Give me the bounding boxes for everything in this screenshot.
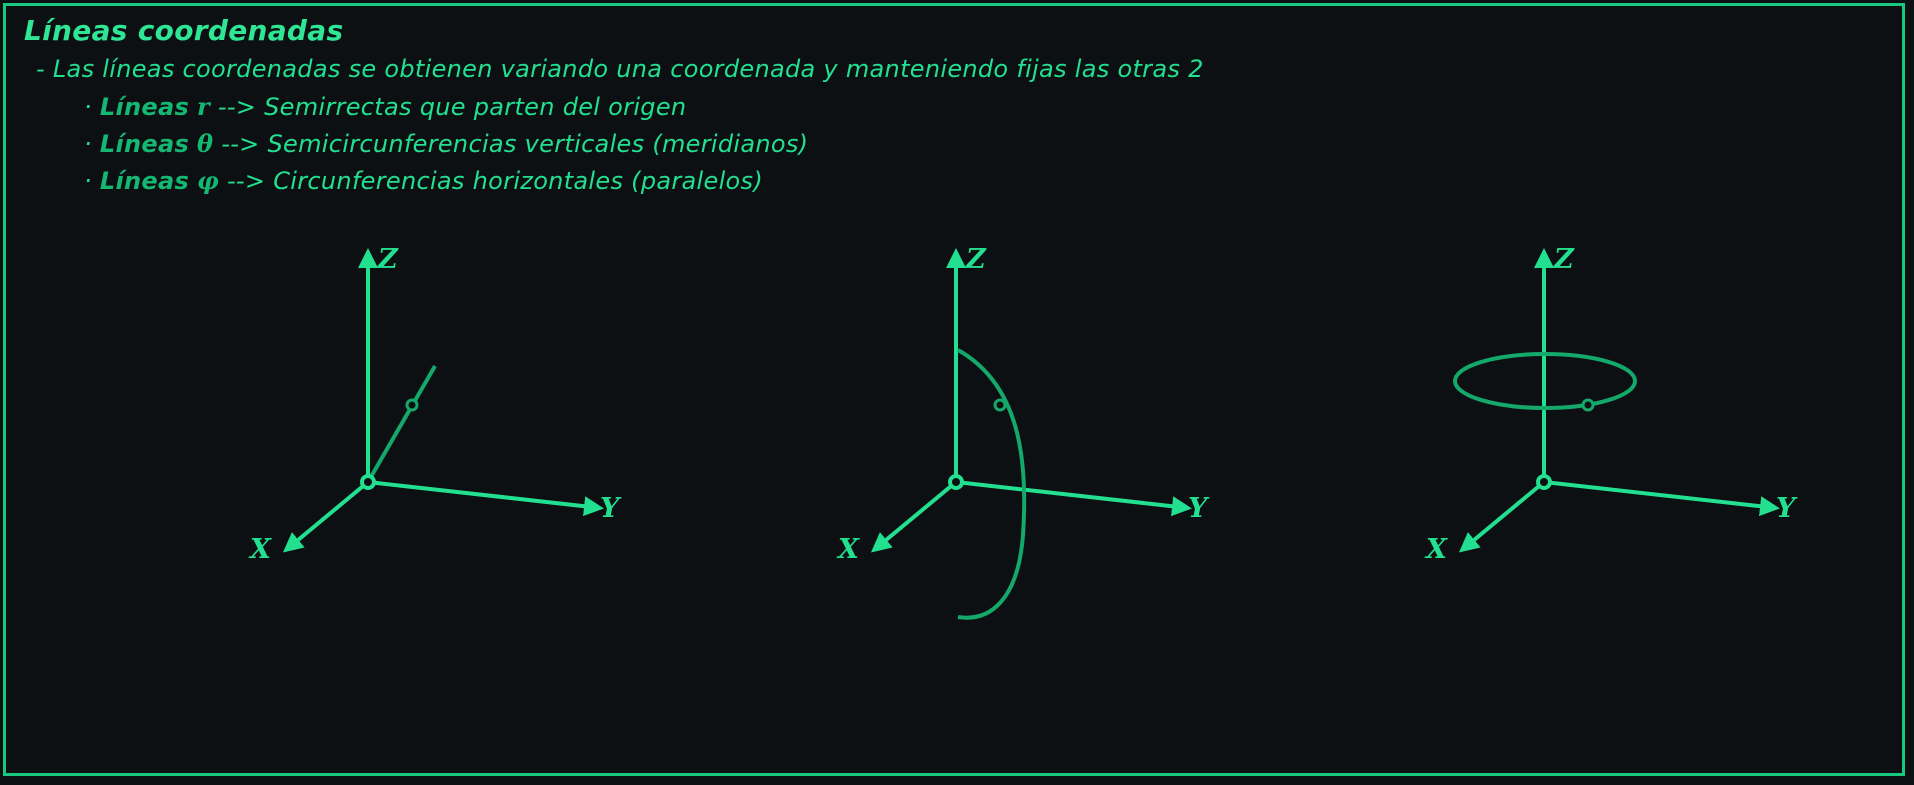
- bullet-r: · Líneas r --> Semirrectas que parten de…: [84, 92, 686, 121]
- y-axis: [367, 480, 604, 517]
- board-frame: [3, 3, 1905, 776]
- bullet-symbol: φ: [196, 166, 219, 195]
- x-axis-label: X: [1424, 534, 1448, 565]
- bullet-text: --> Circunferencias horizontales (parale…: [226, 167, 764, 195]
- bullet-head: Líneas: [99, 130, 190, 158]
- diagram-r: Z Y X: [248, 244, 622, 565]
- y-axis-label: Y: [1776, 493, 1798, 524]
- x-axis-label: X: [248, 534, 272, 565]
- x-axis: [282, 480, 370, 553]
- x-axis-label: X: [836, 534, 860, 565]
- x-axis: [870, 480, 958, 553]
- y-axis-label: Y: [600, 493, 622, 524]
- y-axis-label: Y: [1188, 493, 1210, 524]
- origin-marker: [948, 474, 964, 490]
- y-axis: [955, 480, 1192, 517]
- point-marker: [405, 398, 419, 412]
- bullet-text: --> Semirrectas que parten del origen: [217, 93, 687, 121]
- bullet-dot: ·: [84, 93, 92, 121]
- bullet-dot: ·: [84, 130, 92, 158]
- r-line: [366, 364, 437, 484]
- diagram-theta: Z Y X: [836, 244, 1210, 620]
- point-marker: [993, 398, 1007, 412]
- z-axis-label: Z: [377, 244, 399, 275]
- phi-line: [1453, 352, 1637, 410]
- bullet-symbol: θ: [196, 129, 214, 158]
- page-title: Líneas coordenadas: [24, 14, 344, 47]
- origin-marker: [360, 474, 376, 490]
- point-marker: [1581, 398, 1595, 412]
- diagram-phi: Z Y X: [1424, 244, 1798, 565]
- bullet-theta: · Líneas θ --> Semicircunferencias verti…: [84, 129, 808, 158]
- bullet-phi: · Líneas φ --> Circunferencias horizonta…: [84, 166, 763, 195]
- z-axis-label: Z: [1553, 244, 1575, 275]
- theta-line: [957, 348, 1027, 620]
- z-axis-label: Z: [965, 244, 987, 275]
- bullet-head: Líneas: [99, 93, 190, 121]
- bullet-head: Líneas: [99, 167, 190, 195]
- x-axis: [1458, 480, 1546, 553]
- bullet-text: --> Semicircunferencias verticales (meri…: [221, 130, 809, 158]
- origin-marker: [1536, 474, 1552, 490]
- intro-line: - Las líneas coordenadas se obtienen var…: [36, 55, 1204, 83]
- bullet-dot: ·: [84, 167, 92, 195]
- y-axis: [1543, 480, 1780, 517]
- bullet-symbol: r: [196, 92, 210, 121]
